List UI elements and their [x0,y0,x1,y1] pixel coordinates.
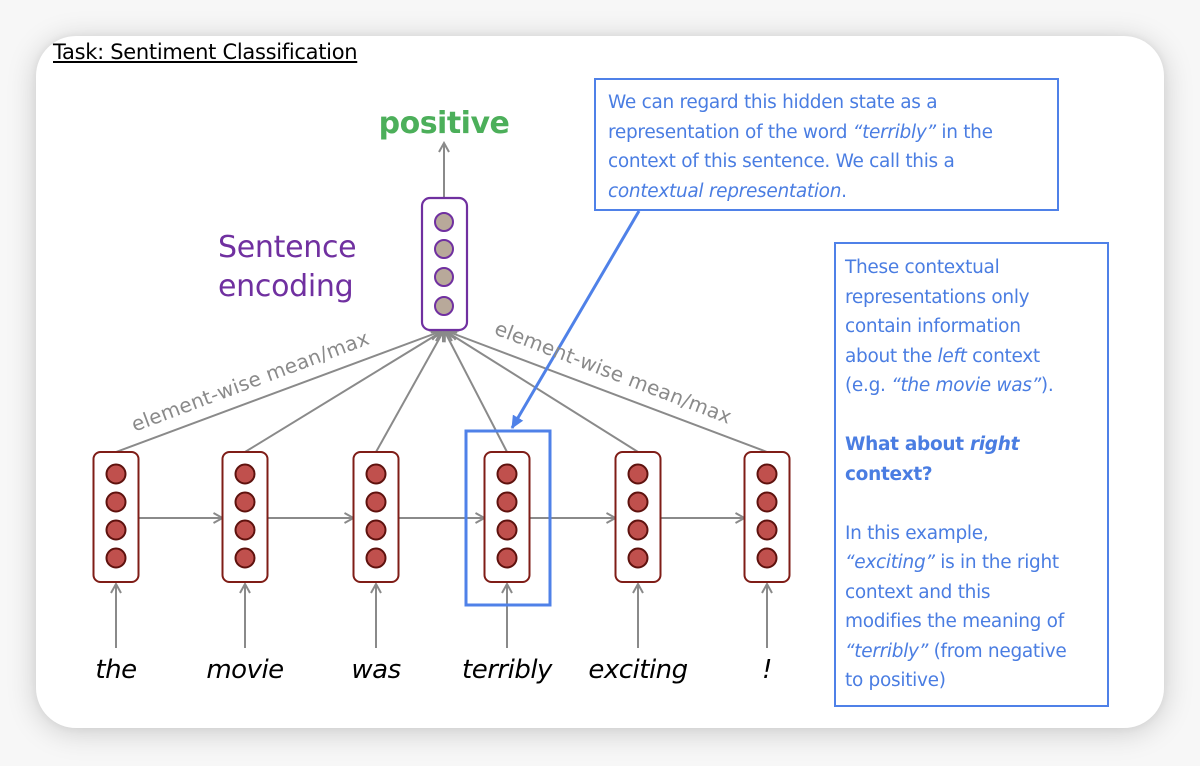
callout-text: representation of the word [608,121,853,143]
note-line: These contextual [845,257,1000,278]
hidden-unit [627,519,649,541]
highlight-box [464,429,552,607]
hidden-unit [234,519,256,541]
hidden-unit [756,463,778,485]
paragraph-gap [845,489,1099,519]
hidden-unit [496,547,518,569]
sentence-encoding-label: Sentence encoding [218,228,357,306]
callout-text: context of this sentence. We call this a [608,151,955,172]
sentence-unit [434,239,454,259]
note-line: representations only [845,286,1030,308]
note-line: (e.g. “the movie was”). [845,371,1099,401]
sentence-unit [434,267,454,287]
note-text: (e.g. [845,375,892,396]
hidden-state- [743,451,791,583]
note-text: about the [845,345,938,367]
output-label-positive: positive [378,106,510,141]
hidden-unit [365,547,387,569]
pooling-arrow [375,332,443,453]
sentence-encoding-label-line1: Sentence [218,230,357,265]
callout-contextual-representation: We can regard this hidden state as a repr… [594,78,1059,211]
note-line: “exciting” is in the right [845,548,1099,578]
hidden-unit [234,547,256,569]
note-text: What about [845,434,970,455]
note-text: (from negative [928,640,1067,662]
note-emphasis: left [937,345,967,367]
callout-emphasis: “terribly” [852,121,936,143]
note-line: “terribly” (from negative [845,637,1099,667]
note-line: contain information [845,316,1021,337]
pooling-arrow [449,332,768,453]
slide-title: Task: Sentiment Classification [53,40,358,64]
hidden-state-was [352,451,400,583]
note-emphasis: right [969,434,1020,455]
note-emphasis: “the movie was” [891,375,1041,396]
sentence-encoding-label-line2: encoding [218,269,354,304]
hidden-unit [365,491,387,513]
note-text: context? [845,463,933,485]
hidden-unit [627,463,649,485]
sentence-unit [434,212,454,232]
note-line: to positive) [845,670,946,691]
callout-left-context-note: These contextual representations only co… [834,242,1109,707]
hidden-unit [234,491,256,513]
pooling-arrow [244,332,441,453]
input-word: movie [206,655,284,685]
hidden-unit [365,463,387,485]
note-question: context? [845,460,1099,490]
paragraph-gap [845,401,1099,431]
input-word: the [95,655,137,685]
sentence-vector [420,196,469,332]
callout-text: . [841,180,847,202]
hidden-unit [496,519,518,541]
note-line: In this example, [845,522,989,544]
hidden-unit [365,519,387,541]
hidden-unit [756,547,778,569]
hidden-state-movie [221,451,269,583]
callout-pointer-arrow [510,210,641,429]
pooling-arrow [115,332,439,453]
hidden-unit [105,491,127,513]
note-text: context [966,345,1040,367]
input-word: was [351,655,401,685]
input-word: ! [762,655,772,685]
note-text: ). [1040,375,1054,396]
hidden-unit [234,463,256,485]
hidden-unit [496,463,518,485]
hidden-unit [105,463,127,485]
hidden-state-terribly [483,451,531,583]
hidden-state-exciting [614,451,662,583]
hidden-unit [756,491,778,513]
note-emphasis: “terribly” [845,640,928,662]
callout-top-text: We can regard this hidden state as a repr… [608,88,1047,206]
input-word: terribly [462,655,552,685]
hidden-unit [105,547,127,569]
note-line: about the left context [845,342,1099,372]
hidden-unit [496,491,518,513]
note-question: What about right [845,430,1099,460]
hidden-unit [627,491,649,513]
note-line: context and this [845,581,991,603]
note-emphasis: “exciting” [845,552,935,573]
hidden-unit [627,547,649,569]
hidden-unit [756,519,778,541]
hidden-state-the [92,451,140,583]
hidden-unit [105,519,127,541]
input-word: exciting [588,655,688,685]
pooling-arrow [447,332,639,453]
callout-emphasis: contextual representation [608,180,842,202]
callout-text: We can regard this hidden state as a [608,92,938,113]
callout-text: in the [935,121,993,143]
sentence-unit [434,296,454,316]
note-line: modifies the meaning of [845,611,1064,632]
note-text: is in the right [934,552,1059,573]
